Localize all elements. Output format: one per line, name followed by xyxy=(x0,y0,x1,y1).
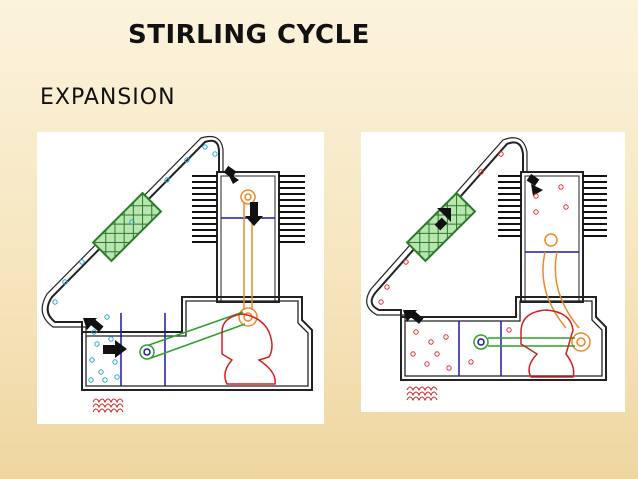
arrow-icon xyxy=(223,165,239,184)
flame-icon xyxy=(92,398,124,414)
hot-particles xyxy=(378,151,569,371)
arrow-icon xyxy=(526,173,543,196)
arrow-icon xyxy=(434,208,451,231)
flame-icon xyxy=(406,386,438,402)
slide-subtitle: EXPANSION xyxy=(40,85,176,110)
regenerator xyxy=(91,191,163,263)
arrow-icon xyxy=(403,310,424,324)
engine-housing xyxy=(81,296,313,391)
engine-drawing-left xyxy=(41,135,313,414)
crank-link xyxy=(473,334,575,350)
piston-rod xyxy=(542,233,591,352)
flywheel xyxy=(221,313,276,385)
arrow-icon xyxy=(103,340,127,358)
arrow-icon xyxy=(245,202,263,226)
cooling-fins-right xyxy=(279,175,305,243)
cooling-fins-left xyxy=(498,175,521,237)
cold-particles xyxy=(52,144,218,383)
slide-title: STIRLING CYCLE xyxy=(128,20,370,50)
hot-cylinder xyxy=(216,171,280,303)
engine-drawing-right xyxy=(366,137,607,402)
engine-diagram-left xyxy=(37,132,324,424)
cooling-fins-left xyxy=(192,175,217,243)
transfer-pipe xyxy=(370,141,524,317)
flywheel xyxy=(520,309,575,378)
cooling-fins-right xyxy=(583,175,607,237)
engine-diagram-right xyxy=(361,132,625,412)
crank-link xyxy=(139,311,246,360)
transfer-pipe xyxy=(46,139,220,332)
hot-cylinder xyxy=(520,171,584,303)
arrow-icon xyxy=(83,318,104,332)
engine-housing xyxy=(400,296,607,381)
